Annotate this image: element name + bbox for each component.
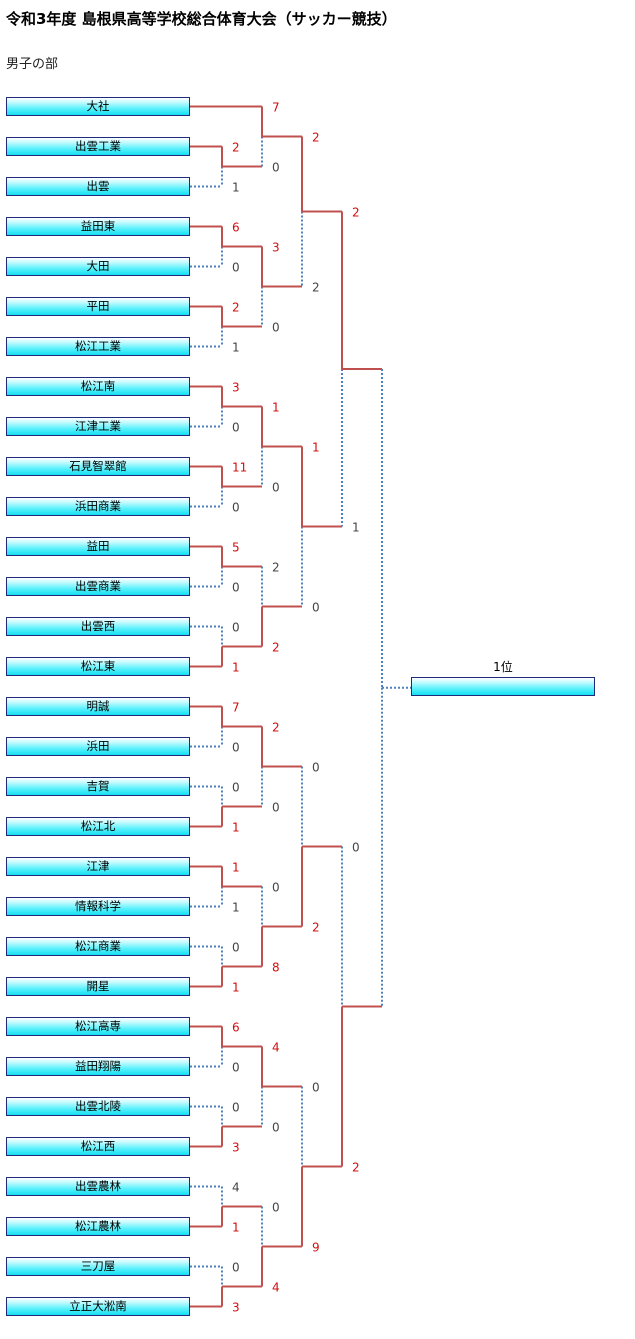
score-label: 0 [232,1261,240,1275]
score-label: 0 [272,801,280,815]
score-label: 1 [352,521,360,535]
team-box: 開星 [6,977,190,996]
score-label: 1 [232,861,240,875]
team-box: 浜田 [6,737,190,756]
score-label: 0 [312,601,320,615]
score-label: 1 [232,1221,240,1235]
score-label: 0 [232,421,240,435]
score-label: 3 [232,381,240,395]
team-box: 江津工業 [6,417,190,436]
team-box: 松江西 [6,1137,190,1156]
winner-box [411,677,595,696]
score-label: 6 [232,221,240,235]
score-label: 7 [272,101,280,115]
score-label: 1 [232,901,240,915]
team-box: 明誠 [6,697,190,716]
score-label: 1 [232,181,240,195]
page-title: 令和3年度 島根県高等学校総合体育大会（サッカー競技） [6,10,397,28]
score-label: 1 [232,821,240,835]
score-label: 2 [312,921,320,935]
score-label: 0 [232,501,240,515]
score-label: 0 [272,881,280,895]
score-label: 1 [312,441,320,455]
score-label: 9 [312,1241,320,1255]
score-label: 3 [272,241,280,255]
score-label: 11 [232,461,247,475]
score-label: 2 [352,1161,360,1175]
score-label: 0 [232,1101,240,1115]
team-box: 松江北 [6,817,190,836]
team-box: 出雲工業 [6,137,190,156]
team-box: 松江農林 [6,1217,190,1236]
score-label: 0 [272,481,280,495]
score-label: 0 [232,741,240,755]
score-label: 0 [312,1081,320,1095]
score-label: 2 [232,301,240,315]
score-label: 2 [312,131,320,145]
score-label: 1 [232,661,240,675]
score-label: 1 [232,341,240,355]
team-box: 石見智翠館 [6,457,190,476]
score-label: 3 [232,1301,240,1315]
score-label: 4 [272,1041,280,1055]
score-label: 5 [232,541,240,555]
score-label: 0 [272,1121,280,1135]
score-label: 2 [272,561,280,575]
score-label: 2 [352,206,360,220]
team-box: 出雲農林 [6,1177,190,1196]
score-label: 0 [232,941,240,955]
score-label: 2 [232,141,240,155]
score-label: 0 [232,581,240,595]
team-box: 浜田商業 [6,497,190,516]
score-label: 2 [312,281,320,295]
team-box: 益田翔陽 [6,1057,190,1076]
score-label: 7 [232,701,240,715]
team-box: 松江商業 [6,937,190,956]
score-label: 1 [272,401,280,415]
team-box: 松江高専 [6,1017,190,1036]
team-box: 益田東 [6,217,190,236]
score-label: 4 [232,1181,240,1195]
score-label: 0 [232,781,240,795]
score-label: 2 [272,721,280,735]
team-box: 三刀屋 [6,1257,190,1276]
score-label: 2 [272,641,280,655]
score-label: 0 [272,321,280,335]
team-box: 出雲商業 [6,577,190,596]
score-label: 0 [232,261,240,275]
score-label: 0 [312,761,320,775]
team-box: 益田 [6,537,190,556]
team-box: 江津 [6,857,190,876]
section-title: 男子の部 [6,57,59,72]
team-box: 平田 [6,297,190,316]
team-box: 大社 [6,97,190,116]
score-label: 6 [232,1021,240,1035]
team-box: 出雲北陵 [6,1097,190,1116]
team-box: 情報科学 [6,897,190,916]
score-label: 3 [232,1141,240,1155]
team-box: 立正大淞南 [6,1297,190,1316]
team-box: 出雲 [6,177,190,196]
score-label: 0 [352,841,360,855]
score-label: 4 [272,1281,280,1295]
winner-label: 1位 [493,660,513,674]
score-label: 8 [272,961,280,975]
score-label: 0 [272,1201,280,1215]
score-label: 0 [232,621,240,635]
team-box: 松江南 [6,377,190,396]
score-label: 0 [232,1061,240,1075]
team-box: 松江東 [6,657,190,676]
team-box: 大田 [6,257,190,276]
score-label: 0 [272,161,280,175]
team-box: 出雲西 [6,617,190,636]
score-label: 1 [232,981,240,995]
team-box: 吉賀 [6,777,190,796]
team-box: 松江工業 [6,337,190,356]
